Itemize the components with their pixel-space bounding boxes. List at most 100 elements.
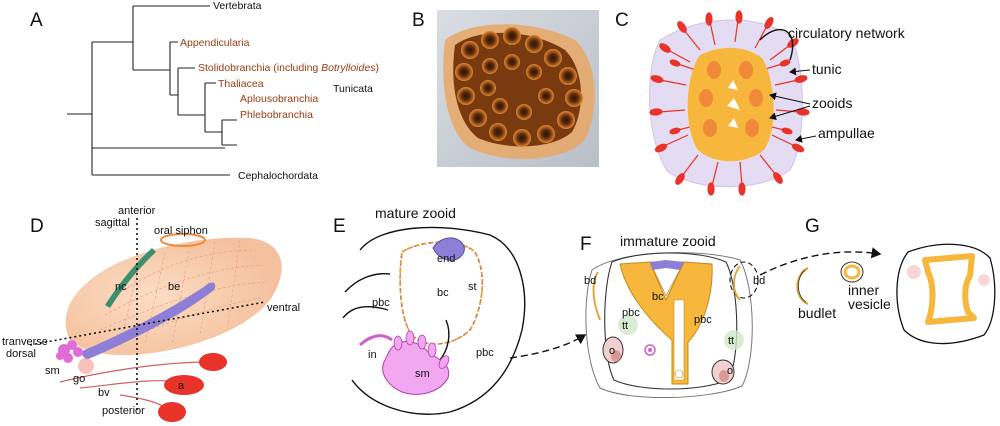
label-ventral: ventral (267, 302, 300, 314)
label-anterior: anterior (118, 205, 156, 217)
panel-e: E mature zooid end bc st pbc pbc in sm (333, 205, 587, 415)
label-bc-immature: bc (652, 291, 664, 303)
label-sm: sm (45, 365, 60, 377)
taxon-cephalochordata: Cephalochordata (238, 170, 318, 182)
ampullae-group (649, 10, 810, 196)
panel-label-f: F (580, 234, 592, 255)
panel-f: F immature zooid bd bd bc pbc pbc tt tt … (580, 233, 882, 399)
panel-d: D anterior (2, 205, 300, 422)
mature-outline-left-a (344, 273, 391, 293)
endostyle-mature (432, 237, 465, 261)
taxon-thaliacea: Thaliacea (218, 78, 264, 90)
label-st: st (468, 281, 477, 293)
phylogeny-tree-lines (67, 5, 237, 176)
label-end: end (437, 253, 455, 265)
label-dorsal: dorsal (6, 348, 36, 360)
label-nc: nc (115, 281, 127, 293)
budlet-outline (797, 269, 807, 303)
intestine-mature (358, 334, 393, 347)
taxon-stolidobranchia: Stolidobranchia (including Botrylloides) (198, 62, 379, 74)
panel-g: G budlet inner vesicle (796, 216, 996, 345)
panel-a: A Vertebrata Appendicularia Stolidobranc… (30, 0, 379, 182)
label-bv: bv (98, 387, 110, 399)
panel-c: C (615, 10, 906, 196)
label-tunic: tunic (812, 61, 842, 77)
taxon-phlebobranchia: Phlebobranchia (240, 109, 313, 121)
label-pbc-immature-left: pbc (622, 307, 640, 319)
bud-pink-left (907, 265, 921, 279)
immature-sm-core (648, 348, 652, 352)
zooid-lumen (727, 80, 740, 128)
label-tt-left: tt (622, 320, 628, 332)
label-inner: inner (848, 282, 879, 298)
vessel-and-ampullae (59, 353, 227, 422)
panel-b: B (412, 10, 599, 167)
taxon-appendicularia: Appendicularia (180, 37, 250, 49)
panel-label-g: G (805, 216, 820, 237)
oral-siphon-ring (160, 233, 206, 247)
title-immature-zooid: immature zooid (620, 233, 716, 249)
label-in: in (368, 349, 377, 361)
label-vesicle: vesicle (848, 296, 891, 312)
label-bd-right: bd (753, 275, 765, 287)
label-pbc-immature-right: pbc (694, 314, 712, 326)
label-go: go (73, 373, 85, 385)
panel-label-d: D (30, 216, 44, 237)
taxon-aplousobranchia: Aplousobranchia (240, 93, 318, 105)
arrow-ampullae (795, 134, 817, 143)
label-circulatory-network: circulatory network (788, 25, 906, 41)
arrow-zooids-1 (769, 92, 811, 105)
label-zooids: zooids (812, 95, 852, 111)
arrow-mature-to-immature (509, 334, 587, 359)
label-o-left: o (609, 345, 615, 357)
label-tt-right: tt (728, 335, 734, 347)
label-o-right: o (727, 365, 733, 377)
panel-label-a: A (30, 10, 43, 31)
label-pbc-mature-left: pbc (372, 297, 390, 309)
mature-zooid-outline (351, 226, 526, 415)
stomach-mature (382, 341, 450, 395)
inner-vesicle-ring (843, 264, 861, 280)
bud-pink-right (978, 274, 990, 286)
gonad (78, 358, 94, 374)
branchial-channel-end (674, 369, 684, 379)
colony-photo-zooids (455, 27, 583, 147)
branchial-chamber-immature (619, 261, 713, 385)
testis-right (724, 330, 744, 350)
label-sm-mature: sm (415, 368, 430, 380)
label-be: be (168, 281, 180, 293)
bud-right-dashed (729, 261, 759, 299)
inner-vesicle-outer (840, 261, 864, 283)
taxon-vertebrata: Vertebrata (213, 0, 262, 12)
immature-sm-ring (644, 344, 656, 356)
bud-left (592, 271, 601, 321)
oocyte-right (719, 370, 729, 382)
label-ampullae: ampullae (818, 125, 875, 141)
branchial-basket-grid (99, 239, 267, 346)
endostyle-band (80, 282, 216, 360)
mature-inner-line (439, 319, 450, 361)
bud-right (733, 265, 741, 301)
branchial-channel-immature (673, 299, 685, 381)
label-a: a (178, 380, 185, 392)
label-transverse: tranverse (2, 336, 48, 348)
label-pbc-mature-right: pbc (476, 347, 494, 359)
panel-label-c: C (615, 10, 629, 31)
arrow-tunic (789, 67, 811, 76)
label-bc-mature: bc (437, 287, 449, 299)
zooid-buds (699, 61, 763, 137)
label-budlet: budlet (798, 305, 836, 321)
mature-outline-left-b (342, 306, 389, 319)
label-sagittal: sagittal (95, 217, 130, 229)
label-bd-left: bd (584, 275, 596, 287)
testis-left (618, 315, 638, 335)
label-posterior: posterior (102, 405, 145, 417)
panel-label-b: B (412, 10, 425, 31)
circulatory-leader-line (759, 29, 794, 61)
title-mature-zooid: mature zooid (375, 205, 456, 221)
panel-label-e: E (333, 216, 346, 237)
label-oral-siphon: oral siphon (154, 225, 208, 237)
neural-complex (105, 248, 156, 308)
stomach-cluster (56, 340, 83, 363)
